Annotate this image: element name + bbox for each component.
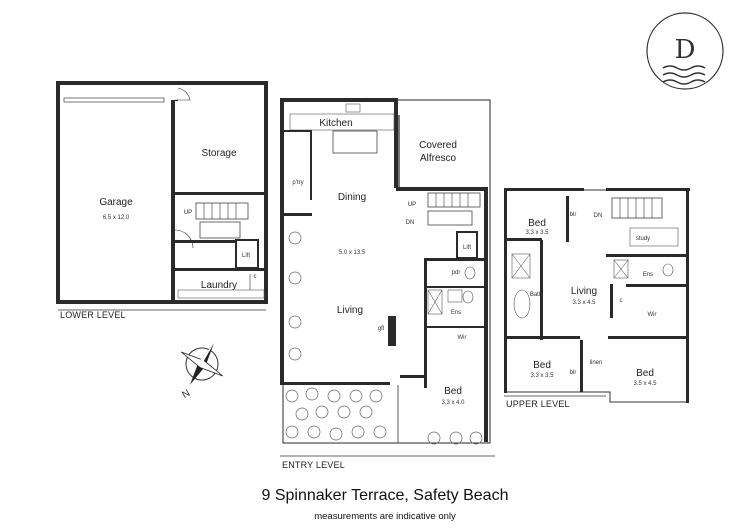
upper-wir-label: Wir [648, 312, 657, 318]
entry-level-plan: Kitchen Covered Alfresco p'try Dining 5.… [280, 98, 495, 470]
entry-dn-label: DN [406, 220, 415, 226]
upper-bed1-dimension: 3.3 x 3.5 [525, 230, 549, 236]
entry-wir-label: Wir [458, 335, 467, 341]
entry-bed-label: Bed [444, 386, 462, 397]
upper-level-plan: Bed 3.3 x 3.5 blr DN study Living 3.3 x … [504, 188, 690, 409]
property-subtitle: measurements are indicative only [314, 511, 456, 522]
upper-bed3-dimension: 3.5 x 4.5 [633, 381, 657, 387]
property-title: 9 Spinnaker Terrace, Safety Beach [262, 487, 509, 504]
lower-up-label: UP [184, 210, 192, 216]
upper-level-title: UPPER LEVEL [506, 399, 570, 409]
compass-north-label: N [180, 388, 192, 401]
lower-level-title: LOWER LEVEL [60, 310, 126, 320]
upper-blr2-label: blr [570, 370, 577, 376]
garage-label: Garage [99, 197, 133, 208]
pdr-label: pdr [452, 270, 461, 276]
covered-alfresco-label-2: Alfresco [420, 153, 457, 164]
upper-stairs [611, 197, 663, 219]
pantry-label: p'try [292, 180, 303, 186]
kitchen-label: Kitchen [319, 118, 352, 129]
study-label: study [636, 236, 650, 242]
front-garden-trees [285, 231, 483, 445]
upper-living-dimension: 3.3 x 4.5 [572, 300, 596, 306]
garage-dimension: 6.5 x 12.0 [103, 215, 130, 221]
upper-blr1-label: blr [570, 212, 577, 218]
lower-level-plan: Garage 6.5 x 12.0 Storage UP Lift Laundr… [56, 81, 268, 320]
lower-c-label: c [254, 274, 257, 280]
linen-label: linen [590, 360, 603, 366]
entry-level-title: ENTRY LEVEL [282, 460, 345, 470]
logo-letter: D [675, 35, 696, 65]
bath-label: Bath [530, 292, 542, 298]
upper-dn-label: DN [594, 213, 603, 219]
brand-logo: D [646, 12, 724, 90]
dining-label: Dining [338, 192, 366, 203]
compass-icon [180, 343, 224, 385]
entry-up-label: UP [408, 202, 416, 208]
living-dimension: 5.0 x 13.5 [339, 250, 366, 256]
gfl-label: gfl [378, 326, 384, 332]
entry-lift-label: Lift [463, 245, 471, 251]
living-label: Living [337, 305, 363, 316]
lower-lift-label: Lift [242, 253, 250, 259]
upper-bed1-label: Bed [528, 218, 546, 229]
upper-c-label: c [620, 298, 623, 304]
lower-stairs [195, 202, 249, 239]
upper-bed3-label: Bed [636, 368, 654, 379]
upper-bed2-dimension: 3.3 x 3.5 [530, 373, 554, 379]
covered-alfresco-label-1: Covered [419, 140, 457, 151]
entry-bed-dimension: 3.3 x 4.0 [441, 400, 465, 406]
entry-stairs [427, 192, 481, 226]
upper-living-label: Living [571, 286, 597, 297]
upper-bed2-label: Bed [533, 360, 551, 371]
storage-label: Storage [201, 148, 236, 159]
laundry-label: Laundry [201, 280, 237, 291]
upper-ens-label: Ens [643, 272, 653, 278]
entry-ens-label: Ens [451, 310, 461, 316]
